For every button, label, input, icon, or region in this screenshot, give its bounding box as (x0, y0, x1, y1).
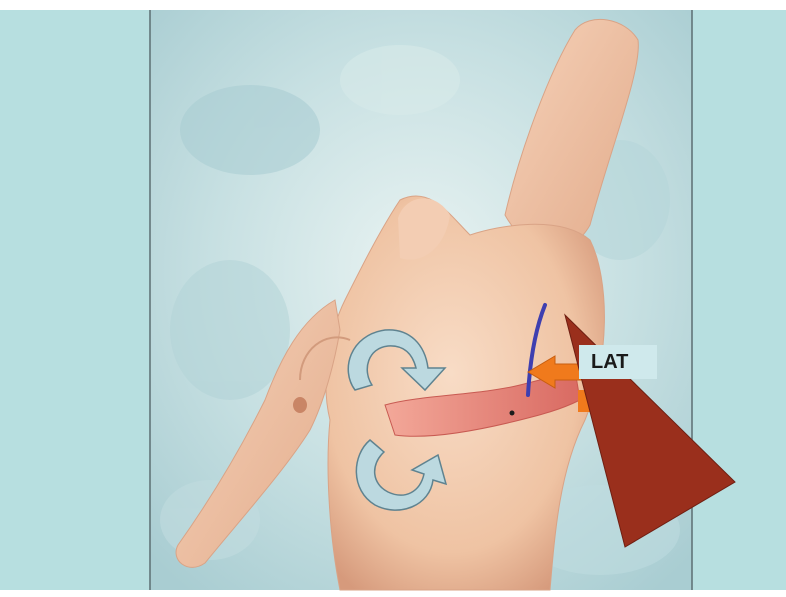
left-side-panel (0, 0, 150, 597)
nipple (293, 397, 307, 413)
right-side-panel (692, 0, 786, 597)
flap-pedicle-dot (510, 411, 515, 416)
top-border (0, 0, 786, 10)
bottom-border (0, 590, 786, 597)
lat-label: LAT (579, 345, 657, 379)
